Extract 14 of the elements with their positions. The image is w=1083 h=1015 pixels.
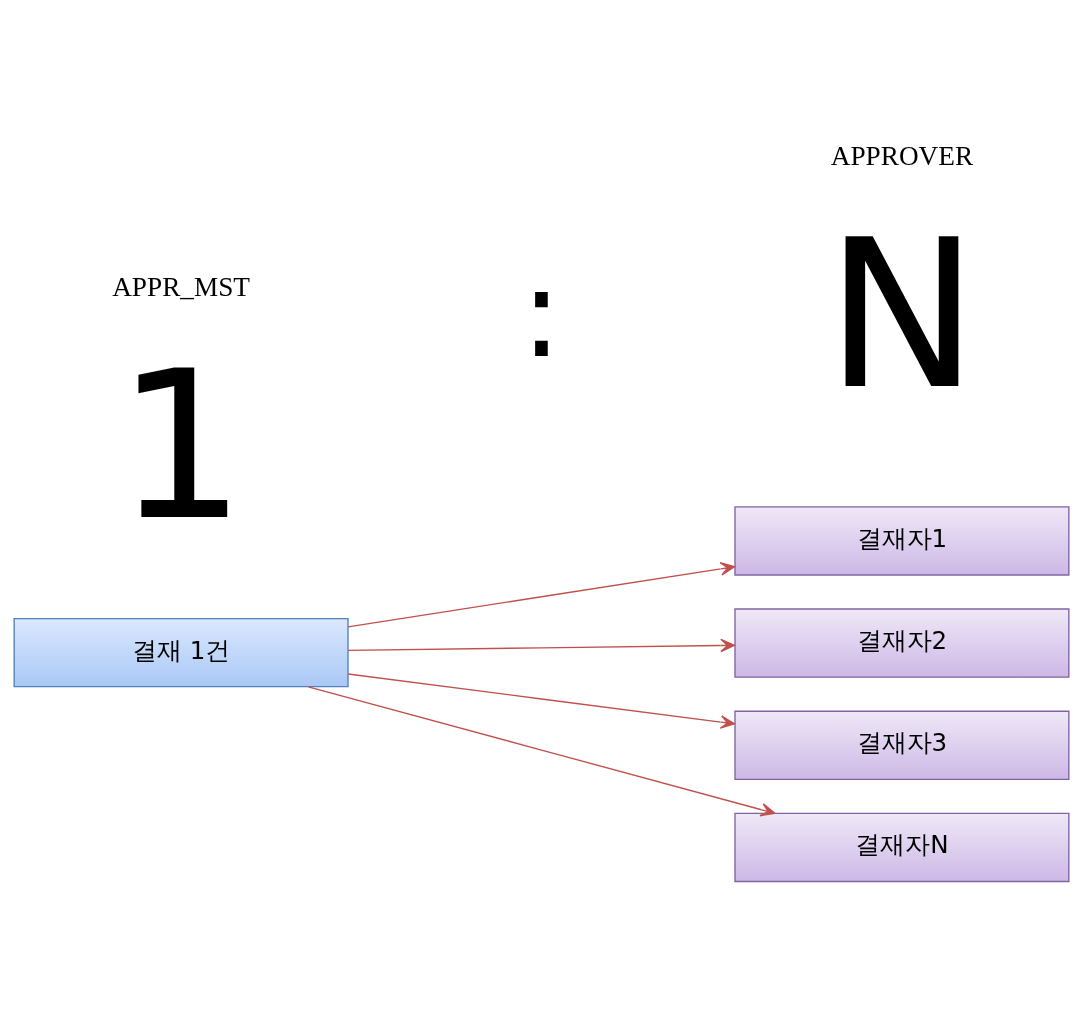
arrow	[347, 673, 736, 729]
node-box: 결재 1건	[13, 617, 349, 688]
node-box: 결재자1	[734, 506, 1070, 576]
label: APPR_MST	[112, 271, 250, 302]
node-box: 결재자3	[734, 710, 1070, 781]
arrow	[347, 562, 736, 628]
label: N	[825, 196, 979, 435]
label: APPROVER	[830, 140, 974, 171]
arrow	[307, 686, 776, 817]
node-box: 결재자2	[734, 608, 1070, 678]
arrow	[347, 638, 736, 653]
node-box: 결재자N	[734, 812, 1070, 883]
label: :	[520, 242, 563, 386]
label: 1	[116, 327, 247, 566]
